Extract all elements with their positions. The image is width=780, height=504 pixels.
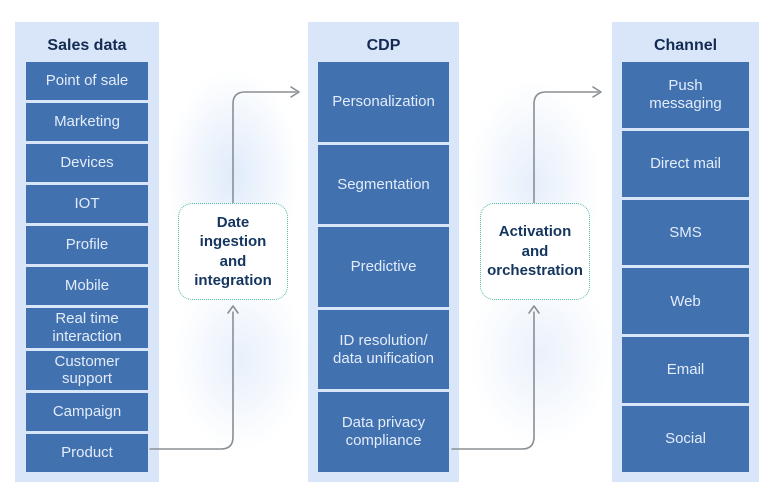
column-item: Web bbox=[622, 268, 749, 335]
column-item: Predictive bbox=[318, 227, 449, 307]
column-item: ID resolution/ data unification bbox=[318, 309, 449, 390]
column-title: Channel bbox=[653, 37, 718, 54]
column-item: Real time interaction bbox=[26, 308, 148, 348]
connector-date-ingestion: Date ingestion and integration bbox=[178, 203, 288, 300]
connector-label: Date ingestion and integration bbox=[194, 213, 272, 290]
arrow-activation-to-channel bbox=[533, 86, 602, 204]
column-item: Profile bbox=[26, 226, 148, 265]
connector-label: Activation and orchestration bbox=[487, 223, 583, 280]
column-item: IOT bbox=[26, 185, 148, 224]
column-item: Point of sale bbox=[26, 62, 148, 101]
column-item: Mobile bbox=[26, 267, 148, 306]
column-title: CDP bbox=[366, 37, 401, 54]
column-item: Segmentation bbox=[318, 144, 449, 225]
arrow-product-to-ingestion bbox=[149, 305, 239, 450]
column-item: Push messaging bbox=[622, 62, 749, 128]
column-item: Campaign bbox=[26, 392, 148, 431]
column-item: Social bbox=[622, 406, 749, 472]
column-item: Direct mail bbox=[622, 130, 749, 197]
column-item: Marketing bbox=[26, 103, 148, 142]
column-item: Email bbox=[622, 337, 749, 404]
column-item: Customer support bbox=[26, 350, 148, 390]
arrow-ingestion-to-cdp bbox=[232, 86, 300, 204]
connector-activation: Activation and orchestration bbox=[480, 203, 590, 300]
arrow-cdp-to-activation bbox=[451, 305, 540, 450]
column-item: SMS bbox=[622, 199, 749, 266]
column-title: Sales data bbox=[47, 37, 127, 54]
column-item: Product bbox=[26, 433, 148, 472]
column-item: Data privacy compliance bbox=[318, 392, 449, 472]
column-item: Personalization bbox=[318, 62, 449, 142]
column-item: Devices bbox=[26, 144, 148, 183]
